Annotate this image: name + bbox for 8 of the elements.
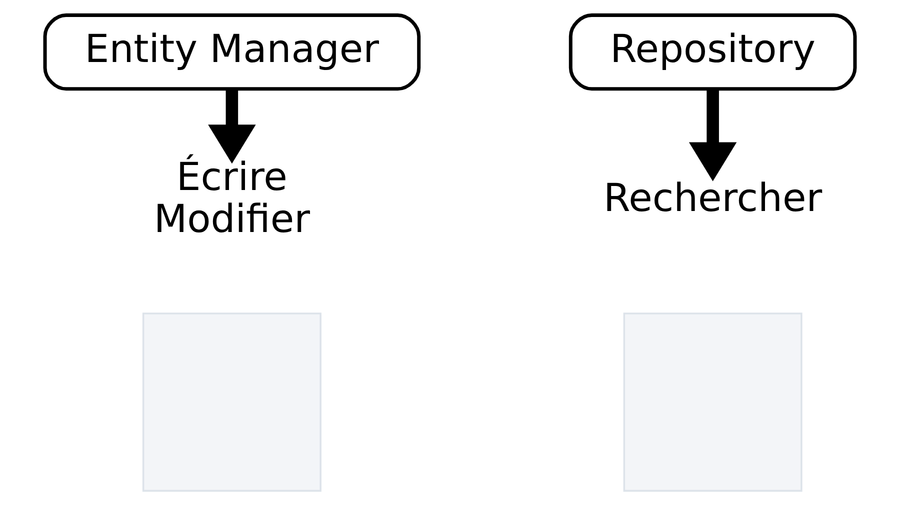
node-text: Écrire Modifier [154,154,310,242]
node-box [623,312,802,492]
node-box [142,312,322,492]
arrow [208,89,256,164]
node-box: Repository [568,13,857,91]
node-box: Entity Manager [43,13,421,91]
arrow [688,89,737,182]
node-text: Rechercher [603,176,822,222]
